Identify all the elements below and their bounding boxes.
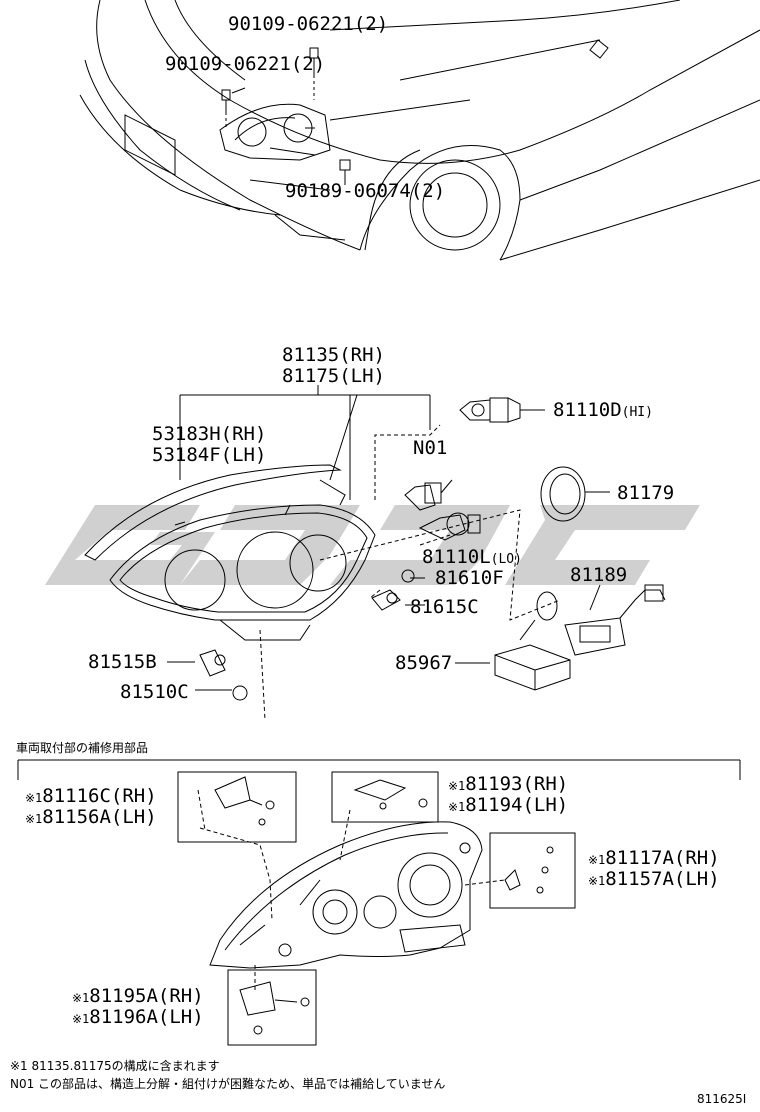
part-number: 81110D [553, 399, 622, 421]
part-number: 81196A(LH) [89, 1006, 204, 1028]
label-81116c: ※181116C(RH) [25, 787, 157, 808]
label-81615c: 81615C [410, 596, 479, 618]
label-81196a: ※181196A(LH) [72, 1008, 204, 1029]
top-fasteners [221, 47, 351, 185]
bulb-81110d [459, 397, 521, 423]
label-bulb-hi: 81110D(HI) [553, 401, 653, 422]
k1-mark: ※1 [448, 779, 466, 793]
bulb-hi-note: (HI) [621, 405, 653, 420]
repair-bracket-boxes [177, 771, 576, 1046]
k1-mark: ※1 [72, 1012, 90, 1026]
k1-mark: ※1 [588, 874, 606, 888]
part-number: 81117A(RH) [605, 847, 720, 869]
bulb-n01 [404, 479, 453, 511]
label-bulb-lo: 81110L(LO) [422, 548, 522, 569]
label-81157a: ※181157A(LH) [588, 870, 720, 891]
label-81156a: ※181156A(LH) [25, 808, 157, 829]
k1-mark: ※1 [72, 991, 90, 1005]
footnote-2: N01 この部品は、構造上分解・組付けが困難なため、単品では補給していません [10, 1077, 446, 1091]
k1-mark: ※1 [25, 812, 43, 826]
label-81195a: ※181195A(RH) [72, 987, 204, 1008]
label-n01: N01 [413, 437, 448, 459]
label-81117a: ※181117A(RH) [588, 849, 720, 870]
bulb-81110l [418, 512, 481, 541]
part-number: 81193(RH) [465, 773, 569, 795]
part-number: 81116C(RH) [42, 785, 157, 807]
figure-code: 811625I [697, 1092, 747, 1106]
computer-85967 [494, 644, 571, 691]
k1-mark: ※1 [588, 853, 606, 867]
part-number: 81110L [422, 546, 491, 568]
headlight-assembly [84, 464, 376, 641]
label-85967: 85967 [395, 652, 453, 674]
part-number: 81194(LH) [465, 794, 569, 816]
label-81194: ※181194(LH) [448, 796, 568, 817]
label-81189: 81189 [570, 564, 628, 586]
bulb-81510c [232, 685, 248, 701]
k1-mark: ※1 [448, 800, 466, 814]
label-socket-cover: 81179 [617, 482, 675, 504]
part-number: 81195A(RH) [89, 985, 204, 1007]
k1-mark: ※1 [25, 791, 43, 805]
label-top-clip: 90189-06074(2) [285, 180, 446, 202]
label-81510c: 81510C [120, 681, 189, 703]
bulb-81610f [401, 569, 415, 583]
label-top-bolt-b: 90109-06221(2) [165, 53, 326, 75]
label-81515b: 81515B [88, 651, 157, 673]
repair-header: 車両取付部の補修用部品 [16, 741, 149, 755]
label-seal-lh: 53184F(LH) [152, 444, 267, 466]
label-unit-rh: 81135(RH) [282, 344, 385, 366]
leader-lines [167, 385, 610, 721]
watermark-logo [45, 505, 700, 585]
label-81610f: 81610F [435, 567, 504, 589]
repair-headlight-housing [209, 821, 483, 969]
part-number: 81157A(LH) [605, 868, 720, 890]
ballast-81189 [519, 584, 666, 656]
socket-cover-81179 [540, 466, 586, 522]
car-front-sketch [79, 0, 760, 261]
part-number: 81156A(LH) [42, 806, 157, 828]
bulb-lo-note: (LO) [490, 552, 522, 567]
socket-81615c [371, 589, 401, 611]
label-81193: ※181193(RH) [448, 775, 568, 796]
label-top-bolt-a: 90109-06221(2) [228, 13, 389, 35]
socket-81515b [199, 649, 226, 677]
label-unit-lh: 81175(LH) [282, 365, 385, 387]
label-seal-rh: 53183H(RH) [152, 423, 267, 445]
repair-section-frame [17, 759, 741, 780]
footnote-1: ※1 81135.81175の構成に含まれます [10, 1059, 220, 1073]
